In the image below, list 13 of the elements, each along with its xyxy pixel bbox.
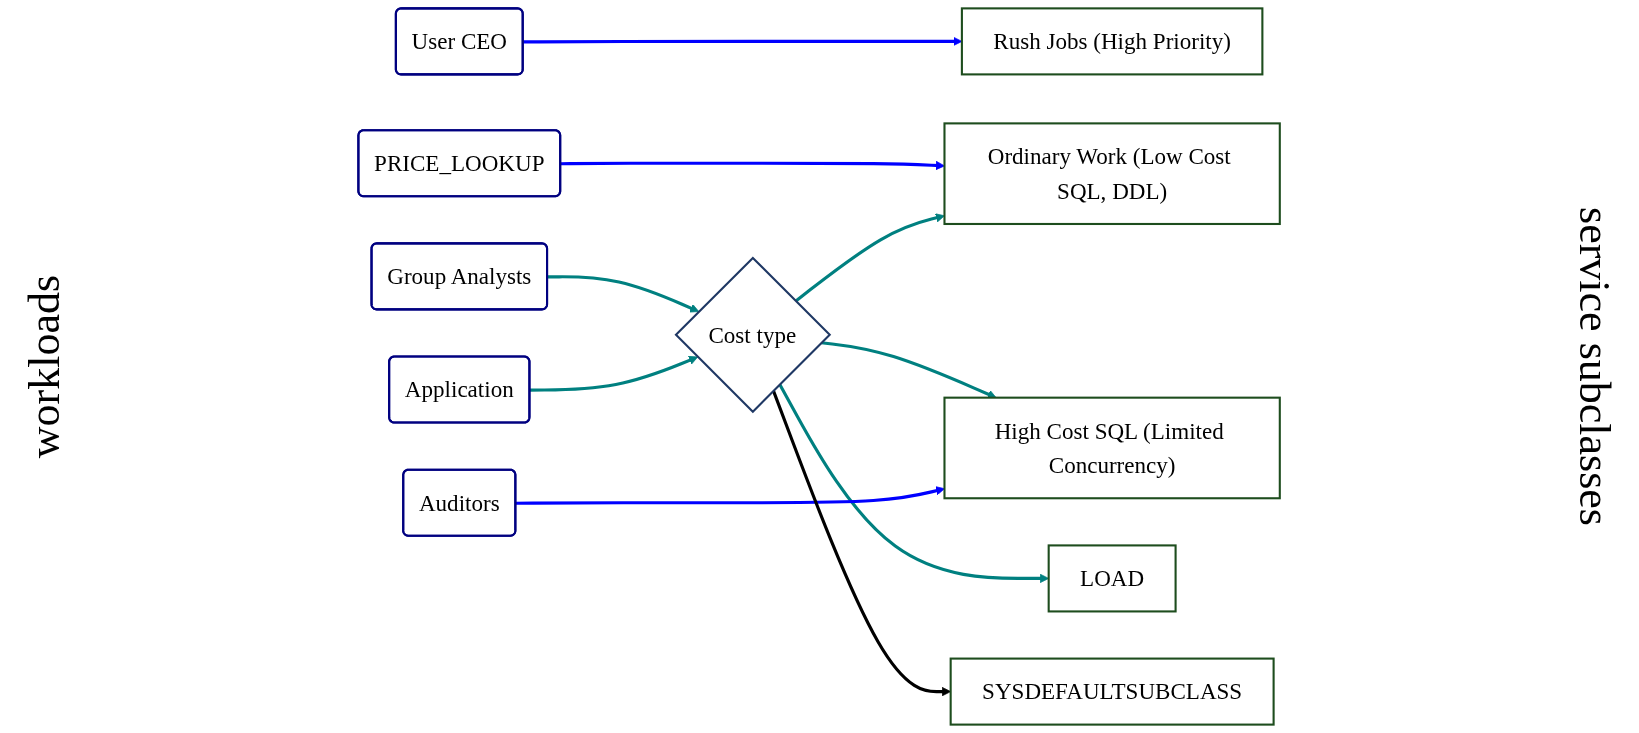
arrow <box>778 383 1050 584</box>
node-box: Ordinary Work (Low Cost SQL, DDL) <box>943 122 1282 226</box>
side-label: workloads <box>19 274 71 459</box>
arrow <box>772 390 952 697</box>
node-box: Rush Jobs (High Priority) <box>961 7 1264 76</box>
node-box: SYSDEFAULTSUBCLASS <box>950 657 1276 726</box>
node-box: High Cost SQL (Limited Concurrency) <box>943 396 1282 500</box>
arrow <box>547 275 700 313</box>
node-box: LOAD <box>1048 544 1178 613</box>
arrow <box>530 355 699 392</box>
node-diamond: Cost type <box>674 256 832 414</box>
side-label: service subclasses <box>1568 207 1620 526</box>
arrow <box>523 36 963 46</box>
